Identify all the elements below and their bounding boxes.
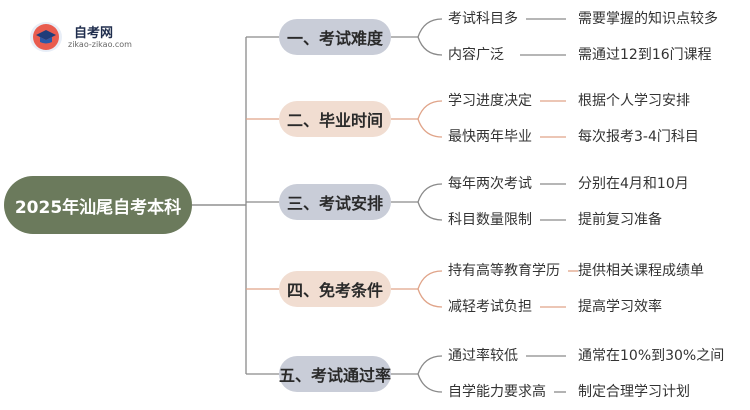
leaf-detail: 分别在4月和10月 [578, 176, 689, 192]
branch-node-3: 三、考试安排 [279, 184, 391, 220]
connector-curve [417, 36, 443, 56]
leaf-detail: 提供相关课程成绩单 [578, 263, 704, 279]
connector-curve [417, 201, 443, 221]
leaf-detail: 提高学习效率 [578, 299, 662, 315]
leaf-detail: 需要掌握的知识点较多 [578, 11, 718, 27]
leaf-topic: 自学能力要求高 [448, 384, 546, 400]
leaf-topic: 内容广泛 [448, 47, 504, 63]
leaf-topic: 通过率较低 [448, 348, 518, 364]
leaf-detail: 提前复习准备 [578, 212, 662, 228]
connector-curve [417, 18, 443, 38]
branch-node-4: 四、免考条件 [279, 271, 391, 307]
leaf-topic: 减轻考试负担 [448, 299, 532, 315]
connector-curve [417, 288, 443, 308]
leaf-detail: 每次报考3-4门科目 [578, 129, 699, 145]
connector-curve [417, 183, 443, 203]
logo-title: 自考网 [74, 26, 114, 41]
logo: 自考网 zikao-zikao.com [30, 22, 140, 52]
leaf-topic: 科目数量限制 [448, 212, 532, 228]
logo-subtitle: zikao-zikao.com [68, 40, 132, 49]
leaf-topic: 每年两次考试 [448, 176, 532, 192]
leaf-detail: 根据个人学习安排 [578, 93, 690, 109]
branch-node-2: 二、毕业时间 [279, 101, 391, 137]
leaf-detail: 通常在10%到30%之间 [578, 348, 725, 364]
leaf-topic: 最快两年毕业 [448, 129, 532, 145]
leaf-topic: 持有高等教育学历 [448, 263, 560, 279]
connector-curve [417, 100, 443, 120]
connector-curve [417, 373, 443, 393]
leaf-topic: 考试科目多 [448, 11, 518, 27]
root-node: 2025年汕尾自考本科 [4, 176, 192, 234]
branch-node-1: 一、考试难度 [279, 19, 391, 55]
leaf-detail: 制定合理学习计划 [578, 384, 690, 400]
graduation-cap-icon [30, 22, 62, 52]
leaf-detail: 需通过12到16门课程 [578, 47, 712, 63]
connector-curve [417, 355, 443, 375]
leaf-topic: 学习进度决定 [448, 93, 532, 109]
connector-curve [417, 118, 443, 138]
connector-curve [417, 270, 443, 290]
branch-node-5: 五、考试通过率 [279, 356, 391, 392]
